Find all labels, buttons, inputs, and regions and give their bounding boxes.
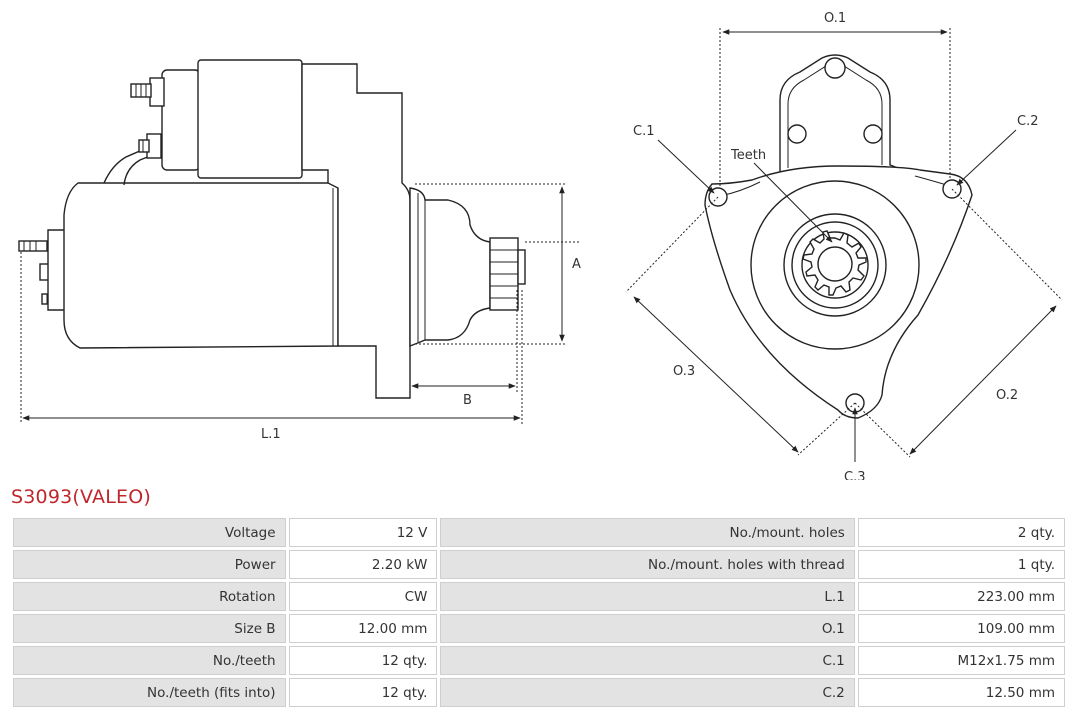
side-view: A B L.1 [18,59,581,442]
spec-label: Voltage [13,518,286,547]
spec-value: 2.20 kW [288,550,438,579]
table-row: Power 2.20 kW No./mount. holes with thre… [13,550,1065,579]
table-row: Voltage 12 V No./mount. holes 2 qty. [13,518,1065,547]
spec-value: 12.00 mm [288,614,438,643]
table-row: Size B 12.00 mm O.1 109.00 mm [13,614,1065,643]
spec-label: No./mount. holes [440,518,855,547]
dim-label-teeth: Teeth [730,148,766,163]
table-row: Rotation CW L.1 223.00 mm [13,582,1065,611]
product-title: S3093(VALEO) [11,486,151,508]
spec-label: No./teeth (fits into) [13,678,286,707]
spec-value: 109.00 mm [857,614,1065,643]
spec-value: CW [288,582,438,611]
table-row: No./teeth 12 qty. C.1 M12x1.75 mm [13,646,1065,675]
spec-value: 223.00 mm [857,582,1065,611]
spec-label: Power [13,550,286,579]
dim-label-l1: L.1 [261,427,281,442]
spec-label: No./teeth [13,646,286,675]
dim-label-o3: O.3 [673,364,695,379]
spec-label: No./mount. holes with thread [440,550,855,579]
dim-label-c3: C.3 [844,470,865,480]
spec-label: C.1 [440,646,855,675]
dim-label-a: A [572,257,581,272]
spec-value: 12 qty. [288,678,438,707]
spec-table: Voltage 12 V No./mount. holes 2 qty. Pow… [10,515,1068,710]
spec-label: C.2 [440,678,855,707]
dim-label-c1: C.1 [633,124,654,139]
spec-value: 2 qty. [857,518,1065,547]
spec-label: Size B [13,614,286,643]
spec-value: 12 qty. [288,646,438,675]
dim-label-b: B [463,393,472,408]
dim-label-o2: O.2 [996,388,1018,403]
spec-label: Rotation [13,582,286,611]
dim-label-c2: C.2 [1017,114,1038,129]
table-row: No./teeth (fits into) 12 qty. C.2 12.50 … [13,678,1065,707]
spec-value: 12.50 mm [857,678,1065,707]
spec-label: L.1 [440,582,855,611]
spec-value: M12x1.75 mm [857,646,1065,675]
starter-technical-drawing: A B L.1 [18,11,1063,480]
front-view: O.1 C.1 C.2 Teeth O.3 O.2 C.3 [625,11,1063,480]
dim-label-o1: O.1 [824,11,846,26]
spec-value: 1 qty. [857,550,1065,579]
spec-value: 12 V [288,518,438,547]
spec-label: O.1 [440,614,855,643]
